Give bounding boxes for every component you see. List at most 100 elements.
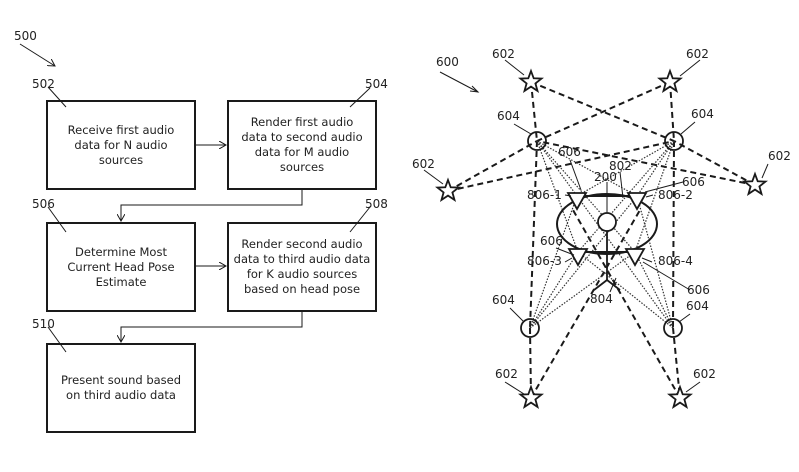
leader-602-bl — [504, 381, 525, 395]
label-806-4: 806-4 — [658, 254, 693, 268]
step-box-510: Present sound based on third audio data — [46, 343, 196, 433]
virtual-source-star-tr — [657, 68, 683, 93]
leader-802 — [619, 171, 624, 199]
label-806-1: 806-1 — [527, 188, 562, 202]
listener-head — [597, 212, 617, 232]
label-604-top-left: 604 — [497, 109, 520, 123]
dashed-path-8 — [529, 140, 538, 329]
label-602-mid-right: 602 — [768, 149, 791, 163]
leader-604-br — [678, 313, 691, 323]
leader-604-tr — [680, 121, 696, 135]
dotted-path-15 — [634, 251, 674, 329]
dotted-path-8 — [529, 195, 578, 329]
figure-ref-600: 600 — [436, 55, 459, 69]
virtual-source-star-ml — [435, 177, 461, 202]
step-text-510: Present sound based on third audio data — [60, 373, 182, 402]
dotted-path-3 — [536, 140, 636, 253]
leader-806-3 — [564, 257, 573, 263]
label-604-bottom-left: 604 — [492, 293, 515, 307]
label-606-d: 606 — [687, 283, 710, 297]
intermediate-source-circle-tl — [527, 131, 547, 151]
label-806-2: 806-2 — [658, 188, 693, 202]
step-box-502: Receive first audio data for N audio sou… — [46, 100, 196, 190]
leader-602-ml — [423, 169, 444, 185]
step-text-508: Render second audio data to third audio … — [233, 237, 371, 296]
label-606-b: 606 — [682, 175, 705, 189]
leader-602-mr — [761, 163, 769, 179]
virtual-source-star-br — [667, 384, 693, 409]
dotted-path-14 — [577, 251, 674, 329]
label-606-a: 606 — [558, 145, 581, 159]
virtual-source-star-tl — [518, 68, 544, 93]
arrow-504-506 — [121, 190, 303, 221]
intermediate-source-circle-br — [663, 318, 683, 338]
label-602-top-right: 602 — [686, 47, 709, 61]
label-602-top-left: 602 — [492, 47, 515, 61]
dashed-paths — [447, 81, 756, 399]
label-200: 200 — [594, 170, 617, 184]
dotted-path-5 — [636, 140, 675, 197]
leader-606-b — [644, 181, 684, 193]
figure-500-arrow — [19, 43, 55, 66]
leader-504 — [349, 87, 371, 108]
dashed-path-10 — [529, 327, 532, 399]
intermediate-source-circle-bl — [520, 318, 540, 338]
speaker-triangle-s3 — [567, 248, 589, 267]
arrow-508-510 — [121, 312, 303, 342]
dotted-path-12 — [576, 195, 674, 329]
flowchart-connectors — [19, 43, 371, 353]
leader-606-d — [642, 261, 691, 291]
speaker-triangle-s4 — [624, 248, 646, 267]
label-804: 804 — [590, 292, 613, 306]
label-leaders — [423, 59, 769, 395]
label-602-mid-left: 602 — [412, 157, 435, 171]
leader-604-tl — [513, 123, 532, 135]
dashed-path-12 — [530, 209, 641, 399]
dotted-path-0 — [536, 140, 578, 197]
label-802: 802 — [609, 159, 632, 173]
step-ref-506: 506 — [32, 197, 55, 211]
label-604-bottom-right: 604 — [686, 299, 709, 313]
dotted-path-1 — [536, 140, 638, 197]
leader-502 — [47, 86, 67, 108]
dotted-path-11 — [529, 251, 636, 329]
dashed-path-2 — [536, 81, 671, 142]
dashed-path-4 — [447, 140, 538, 192]
step-text-506: Determine Most Current Head Pose Estimat… — [67, 244, 175, 289]
figure-ref-500: 500 — [14, 29, 37, 43]
listener-leg-left — [593, 279, 608, 291]
dashed-path-6 — [536, 140, 756, 186]
intermediate-source-circle-tr — [664, 131, 684, 151]
dotted-paths — [529, 140, 675, 329]
leader-806-1 — [564, 194, 572, 197]
leader-510 — [47, 326, 67, 353]
virtual-source-star-mr — [742, 171, 768, 196]
leader-806-4 — [641, 257, 653, 263]
dashed-path-13 — [572, 209, 681, 399]
label-806-3: 806-3 — [527, 254, 562, 268]
dashed-path-9 — [672, 140, 675, 329]
leader-804 — [609, 277, 617, 293]
step-ref-502: 502 — [32, 77, 55, 91]
step-text-504: Render first audio data to second audio … — [241, 115, 363, 174]
label-602-bottom-left: 602 — [495, 367, 518, 381]
leader-604-bl — [509, 307, 525, 323]
step-box-508: Render second audio data to third audio … — [227, 222, 377, 312]
leader-602-tl — [504, 59, 525, 76]
label-604-top-right: 604 — [691, 107, 714, 121]
diagram-shapes — [435, 68, 768, 409]
dashed-path-11 — [672, 327, 681, 399]
virtual-source-star-bl — [518, 384, 544, 409]
speaker-triangle-s2 — [626, 192, 648, 211]
speaker-triangle-s1 — [566, 192, 588, 211]
leader-606-c — [555, 247, 575, 256]
leader-506 — [47, 206, 67, 233]
label-606-c: 606 — [540, 234, 563, 248]
figure-600-arrowhead — [469, 85, 480, 93]
step-ref-508: 508 — [365, 197, 388, 211]
step-text-502: Receive first audio data for N audio sou… — [67, 122, 175, 167]
dotted-path-13 — [636, 195, 674, 329]
label-602-bottom-right: 602 — [693, 367, 716, 381]
leader-602-tr — [679, 59, 701, 77]
